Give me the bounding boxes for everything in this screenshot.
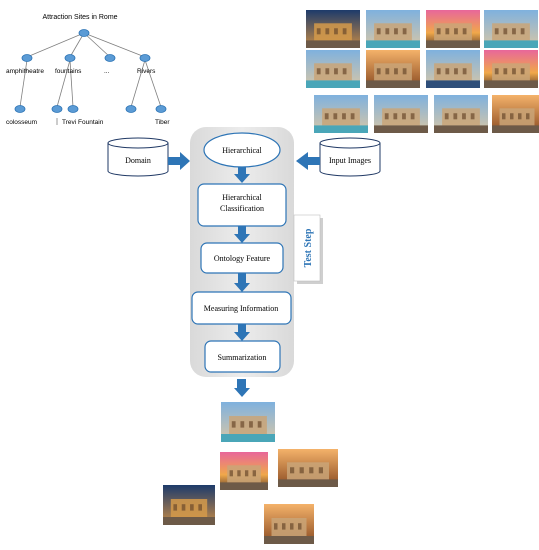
tree-node-root bbox=[78, 29, 90, 37]
tree-node-trevi bbox=[67, 105, 79, 113]
arrow-3 bbox=[234, 273, 250, 292]
step-hierarchical-label: Hierarchical bbox=[222, 146, 262, 155]
summary-thumbnail-1 bbox=[221, 402, 275, 442]
tree-label-ellipsis: ... bbox=[104, 68, 110, 75]
arrow-2 bbox=[234, 226, 250, 243]
arrow-1 bbox=[234, 167, 250, 183]
step-summarization bbox=[204, 340, 281, 373]
input-thumbnail-10 bbox=[374, 95, 428, 133]
input-thumbnail-1 bbox=[306, 10, 360, 48]
input-image-grid bbox=[306, 10, 539, 133]
input-arrows bbox=[168, 152, 320, 170]
tree-label-fountains: fountains bbox=[55, 68, 82, 75]
flow-arrows bbox=[234, 167, 250, 397]
summary-images bbox=[163, 402, 338, 544]
input-images-database: Input Images bbox=[319, 137, 381, 177]
input-thumbnail-3 bbox=[426, 10, 480, 48]
tree-nodes bbox=[14, 29, 167, 113]
step-measuring-label: Measuring Information bbox=[204, 304, 278, 313]
tree-node-tiber bbox=[155, 105, 167, 113]
domain-label: Domain bbox=[125, 156, 151, 165]
input-thumbnail-11 bbox=[434, 95, 488, 133]
arrow-4 bbox=[234, 324, 250, 341]
tree-label-tiber: Tiber bbox=[155, 119, 170, 126]
step-ontology-label: Ontology Feature bbox=[214, 254, 271, 263]
input-images-label: Input Images bbox=[329, 156, 371, 165]
tree-node-ellipsis bbox=[104, 54, 116, 62]
input-thumbnail-9 bbox=[314, 95, 368, 133]
summary-thumbnail-3 bbox=[278, 449, 338, 487]
summary-thumbnail-2 bbox=[220, 452, 268, 490]
domain-arrow bbox=[168, 152, 190, 170]
tree-label-colosseum: colosseum bbox=[6, 119, 37, 126]
tree-edges bbox=[19, 32, 162, 108]
input-thumbnail-12 bbox=[492, 95, 539, 133]
tree-node-river-a bbox=[125, 105, 137, 113]
test-step-label: Test Step bbox=[303, 228, 314, 267]
summary-thumbnail-5 bbox=[264, 504, 314, 544]
input-thumbnail-8 bbox=[484, 50, 538, 88]
tree-root-label: Attraction Sites in Rome bbox=[42, 14, 117, 21]
input-thumbnail-4 bbox=[484, 10, 538, 48]
input-thumbnail-7 bbox=[426, 50, 480, 88]
tree-label-rivers: Rivers bbox=[137, 68, 156, 75]
tree-node-rivers bbox=[139, 54, 151, 62]
summary-thumbnail-4 bbox=[163, 485, 215, 525]
images-arrow bbox=[296, 152, 320, 170]
ontology-tree: Attraction Sites in Rome amphitheatre bbox=[6, 14, 170, 126]
arrow-output bbox=[234, 379, 250, 397]
tree-label-amphitheatre: amphitheatre bbox=[6, 68, 44, 75]
tree-node-fountain-a bbox=[51, 105, 63, 113]
tree-node-colosseum bbox=[14, 105, 26, 113]
input-thumbnail-5 bbox=[306, 50, 360, 88]
step-summarization-label: Summarization bbox=[218, 353, 267, 362]
domain-database: Domain bbox=[107, 137, 169, 177]
tree-node-fountains bbox=[64, 54, 76, 62]
tree-label-trevi: Trevi Fountain bbox=[62, 119, 104, 126]
test-step-tab: Test Step bbox=[293, 214, 323, 284]
input-thumbnail-2 bbox=[366, 10, 420, 48]
input-thumbnail-6 bbox=[366, 50, 420, 88]
tree-node-amphitheatre bbox=[21, 54, 33, 62]
